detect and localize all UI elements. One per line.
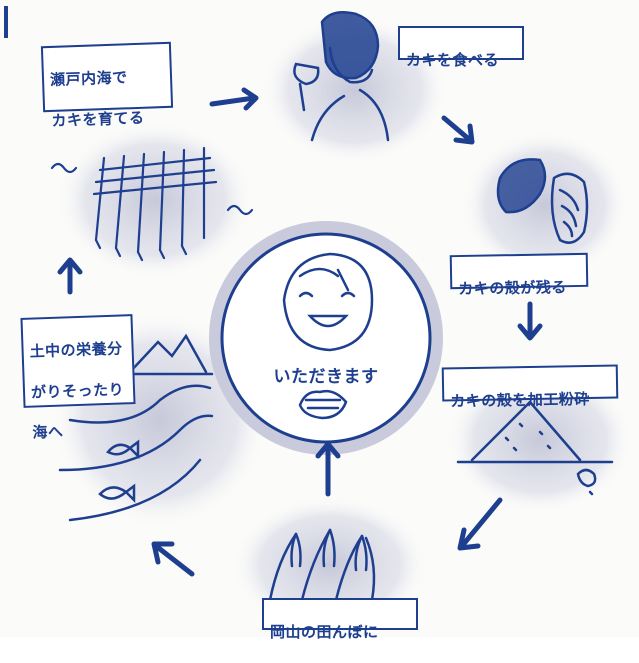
fish-icon (98, 439, 140, 504)
label-nutrient-line3: 海へ (32, 422, 64, 442)
label-nutrient-line1: 土中の栄養分 (29, 339, 123, 361)
label-shells-text: カキの殻が残る (458, 278, 567, 299)
smiling-person-icon (282, 252, 374, 420)
arrow-icon (517, 301, 543, 341)
arrow-icon (57, 257, 83, 295)
label-shell-processing: カキの殻を加工粉砕 (441, 364, 619, 411)
label-processing-text: カキの殻を加工粉砕 (450, 390, 590, 411)
hill-river-icon (58, 333, 214, 522)
oyster-shell-icon (496, 158, 589, 244)
arrow-icon (315, 441, 341, 497)
arrow-icon (209, 87, 259, 111)
rice-plant-icon (268, 528, 376, 602)
oyster-cycle-diagram: 瀬戸内海で カキを育てる カキを食べる カキの殻が残る カキの殻を加工粉砕 岡山… (4, 6, 635, 642)
label-eat-oysters: カキを食べる (398, 26, 524, 69)
center-circle (209, 221, 443, 455)
label-rice-text: 岡山の田んぼに (270, 623, 379, 642)
arrow-icon (441, 115, 475, 145)
diagram-drawing (4, 6, 635, 635)
center-caption: いただきます (273, 367, 379, 387)
arrow-icon (151, 541, 195, 577)
arrow-icon (457, 497, 503, 551)
powder-pile-icon (456, 400, 614, 496)
oyster-net-icon (50, 146, 254, 262)
label-rice-field: 岡山の田んぼに (262, 598, 418, 641)
label-seto-inland-sea: 瀬戸内海で カキを育てる (40, 41, 174, 130)
label-shells-remain: カキの殻が残る (449, 252, 589, 298)
label-seto-line1: 瀬戸内海で (49, 68, 128, 90)
label-nutrients-to-sea: 土中の栄養分 がりそったり 海へ (20, 314, 136, 442)
label-nutrient-line2: がりそったり (30, 380, 125, 402)
label-eat-text: カキを食べる (406, 51, 500, 70)
label-seto-line2: カキを育てる (51, 108, 145, 130)
eating-person-icon (293, 11, 390, 142)
